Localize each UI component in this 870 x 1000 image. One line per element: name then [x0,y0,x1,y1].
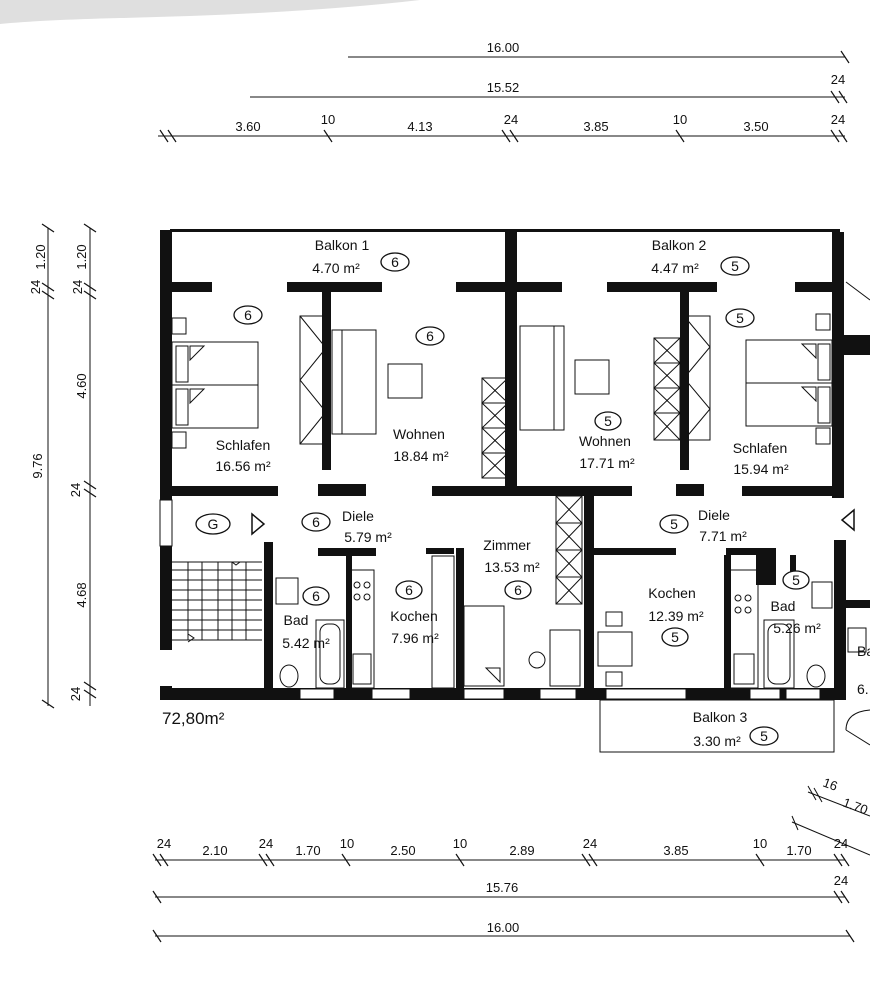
top-seg-5: 10 [673,112,687,127]
room-2-marker: 6 [244,307,252,323]
room-1-area: 4.47 m² [651,260,699,276]
top-right-dim-a: 24 [831,72,845,87]
room-2-area: 16.56 m² [215,458,271,474]
left-dimensions [41,223,97,709]
balkon-3-outline [599,699,835,753]
furniture [171,313,867,689]
left-a-seg-0: 24 [28,280,43,294]
room-12-marker: 5 [792,572,800,588]
bottom-inner-right-dim: 24 [834,873,848,888]
windows [159,499,821,700]
room-2-name: Schlafen [216,437,270,453]
bottom-seg-8: 24 [583,836,597,851]
top-inner-dim: 15.52 [487,80,520,95]
room-4-name: Wohnen [579,433,631,449]
room-9-area: 5.42 m² [282,635,330,651]
room-13-name: Balkon 3 [693,709,748,725]
stair-marker: G [208,516,219,532]
bottom-seg-4: 10 [340,836,354,851]
left-b-seg-0: 24 [70,280,85,294]
left-b-seg-5: 24 [68,687,83,701]
bottom-total-dim: 16.00 [487,920,520,935]
room-10-marker: 6 [405,582,413,598]
left-b-seg-2: 4.60 [74,373,89,398]
room-11-area: 12.39 m² [648,608,704,624]
room-9-marker: 6 [312,588,320,604]
room-6-name: Diele [342,508,374,524]
room-6-area: 5.79 m² [344,529,392,545]
diag-dim-a: 16 [821,775,840,794]
room-11-marker: 5 [671,629,679,645]
room-4-marker: 5 [604,413,612,429]
bottom-seg-1: 2.10 [202,843,227,858]
room-10-area: 7.96 m² [391,630,439,646]
bottom-inner-dim: 15.76 [486,880,519,895]
bottom-seg-12: 24 [834,836,848,851]
top-seg-7: 24 [831,112,845,127]
room-10-name: Kochen [390,608,437,624]
bottom-seg-11: 1.70 [786,843,811,858]
room-8-name: Zimmer [483,537,531,553]
room-4-area: 17.71 m² [579,455,635,471]
bottom-dimensions [152,853,855,943]
top-seg-0: 3.60 [235,119,260,134]
room-9-name: Bad [284,612,309,628]
staircase [172,561,262,643]
room-12-name: Bad [771,598,796,614]
right-edge-lines [845,281,870,746]
top-total-dim: 16.00 [487,40,520,55]
room-0-marker: 6 [391,254,399,270]
room-7-marker: 5 [670,516,678,532]
room-11-name: Kochen [648,585,695,601]
bottom-seg-10: 10 [753,836,767,851]
left-total-dim: 9.76 [30,453,45,478]
room-labels: Balkon 1 4.70 m² 6 Balkon 2 4.47 m² 5 Sc… [208,237,870,749]
left-a-seg-1: 1.20 [33,244,48,269]
room-7-name: Diele [698,507,730,523]
scan-shadow [0,0,420,24]
left-b-seg-3: 24 [68,483,83,497]
room-3-area: 18.84 m² [393,448,449,464]
bottom-seg-6: 10 [453,836,467,851]
bottom-seg-2: 24 [259,836,273,851]
room-13-area: 3.30 m² [693,733,741,749]
room-3-name: Wohnen [393,426,445,442]
room-3-marker: 6 [426,328,434,344]
bottom-seg-7: 2.89 [509,843,534,858]
left-b-seg-1: 1.20 [74,244,89,269]
diag-dim-b: 1.70 [841,795,870,818]
room-6-marker: 6 [312,514,320,530]
total-area: 72,80m² [162,709,225,728]
top-seg-1: 10 [321,112,335,127]
cutoff-label-b: 6. [857,681,869,697]
diagonal-dimension [791,785,870,856]
room-5-area: 15.94 m² [733,461,789,477]
room-7-area: 7.71 m² [699,528,747,544]
room-5-marker: 5 [736,310,744,326]
bottom-seg-0: 24 [157,836,171,851]
top-seg-4: 3.85 [583,119,608,134]
room-0-area: 4.70 m² [312,260,360,276]
stair-entry-arrows [251,508,855,536]
room-1-marker: 5 [731,258,739,274]
cutoff-label-a: Ba [857,643,870,659]
room-13-marker: 5 [760,728,768,744]
bottom-seg-5: 2.50 [390,843,415,858]
top-seg-6: 3.50 [743,119,768,134]
room-1-name: Balkon 2 [652,237,707,253]
room-0-name: Balkon 1 [315,237,370,253]
room-markers [195,252,810,746]
room-5-name: Schlafen [733,440,787,456]
bottom-seg-3: 1.70 [295,843,320,858]
top-seg-2: 4.13 [407,119,432,134]
room-12-area: 5.26 m² [773,620,821,636]
room-8-marker: 6 [514,582,522,598]
left-b-seg-4: 4.68 [74,582,89,607]
top-seg-3: 24 [504,112,518,127]
top-dimensions [158,50,850,143]
bottom-seg-9: 3.85 [663,843,688,858]
room-8-area: 13.53 m² [484,559,540,575]
